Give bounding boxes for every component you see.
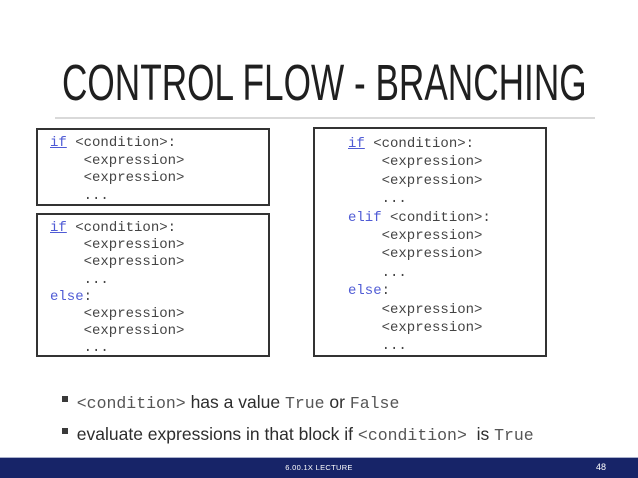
code-text: :: [83, 288, 93, 305]
code-line: <expression>: [348, 227, 545, 245]
code-line: <expression>: [348, 301, 545, 319]
bullet-text: or: [324, 392, 350, 412]
code-line: ...: [348, 264, 545, 282]
code-text: <expression>: [348, 320, 483, 337]
bullet-code-text: False: [349, 394, 400, 413]
footer-bar: 6.00.1X LECTURE 48: [0, 457, 638, 478]
code-line: if <condition>:: [50, 220, 268, 237]
bullet-square-icon: [61, 428, 68, 434]
footer-lecture-label: 6.00.1X LECTURE: [285, 463, 353, 472]
code-line: <expression>: [50, 306, 268, 323]
code-text: <expression>: [348, 154, 483, 171]
code-line: ...: [50, 272, 268, 289]
bullet-content: <condition> has a value True or False: [76, 392, 400, 413]
code-line: ...: [50, 188, 268, 206]
keyword-text: if: [348, 136, 365, 152]
bullet-code-text: True: [494, 426, 534, 445]
code-text: <condition>:: [364, 136, 475, 152]
code-text: ...: [348, 264, 407, 281]
bullet-text: has a value: [185, 392, 285, 412]
code-box-if: if <condition>: <expression> <expression…: [36, 128, 270, 206]
bullet-text: is: [466, 424, 495, 444]
title-divider: [55, 117, 595, 119]
code-line: <expression>: [50, 170, 268, 188]
bullet-code-text: <condition>: [76, 394, 186, 413]
code-text: <expression>: [50, 152, 185, 169]
code-line: <expression>: [348, 245, 545, 263]
code-text: ...: [50, 271, 109, 288]
code-text: <expression>: [348, 301, 483, 318]
footer-page-number: 48: [595, 462, 606, 472]
code-text: <expression>: [50, 306, 185, 323]
code-text: <expression>: [348, 172, 483, 189]
code-line: <expression>: [348, 172, 545, 190]
keyword-text: else: [348, 283, 382, 300]
code-line: ...: [348, 190, 545, 208]
code-line: if <condition>:: [50, 135, 268, 153]
code-line: if <condition>:: [348, 135, 545, 153]
keyword-text: else: [50, 288, 84, 305]
code-text: ...: [348, 338, 407, 355]
code-text: ...: [50, 340, 109, 357]
code-text: <condition>:: [66, 135, 177, 151]
code-line: <expression>: [50, 237, 268, 254]
code-line: elif <condition>:: [348, 209, 545, 227]
bullet-evaluate-expressions: evaluate expressions in that block if <c…: [44, 406, 534, 463]
keyword-text: elif: [348, 209, 382, 226]
bullet-condition-value: <condition> has a value True or False: [44, 374, 399, 431]
bullet-code-text: <condition>: [357, 426, 467, 445]
code-line: else:: [348, 282, 545, 300]
keyword-text: if: [50, 135, 67, 151]
code-text: <expression>: [50, 170, 185, 186]
code-text: <expression>: [348, 246, 483, 263]
code-line: <expression>: [50, 254, 268, 271]
bullet-square-icon: [61, 396, 68, 402]
code-text: ...: [348, 191, 407, 208]
code-line: <expression>: [348, 319, 545, 337]
code-text: <expression>: [348, 228, 483, 245]
slide-title: CONTROL FLOW - BRANCHING: [62, 54, 587, 111]
bullet-content: evaluate expressions in that block if <c…: [76, 424, 534, 445]
code-box-if-elif-else: if <condition>: <expression> <expression…: [313, 127, 547, 357]
bullet-text: evaluate expressions in that block if: [76, 424, 358, 444]
keyword-text: if: [50, 220, 67, 236]
bullet-code-text: True: [284, 394, 325, 413]
code-text: <expression>: [50, 323, 185, 340]
code-line: <expression>: [348, 153, 545, 171]
code-text: ...: [50, 187, 109, 204]
code-line: <expression>: [50, 323, 268, 340]
code-text: :: [381, 283, 391, 300]
code-text: <expression>: [50, 237, 185, 254]
code-line: ...: [50, 340, 268, 357]
code-box-if-else: if <condition>: <expression> <expression…: [36, 213, 270, 357]
code-text: <condition>:: [66, 220, 177, 236]
code-line: ...: [348, 337, 545, 355]
code-text: <condition>:: [381, 209, 491, 226]
code-line: <expression>: [50, 153, 268, 171]
code-text: <expression>: [50, 254, 185, 271]
code-line: else:: [50, 289, 268, 306]
